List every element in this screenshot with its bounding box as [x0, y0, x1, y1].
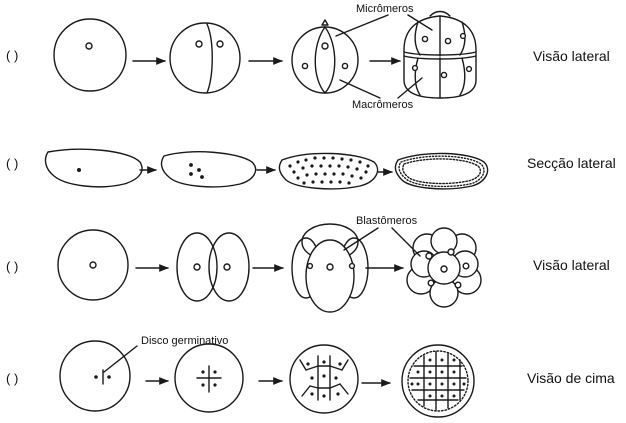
leader-macromeros-1 — [339, 79, 381, 99]
leader-micromeros-1 — [335, 14, 389, 37]
leader-macromeros-2 — [397, 77, 423, 99]
leader-blastomeros-1 — [343, 227, 379, 251]
row1-stage-eight-cell — [403, 10, 477, 99]
answer-slot-4[interactable]: ( ) — [6, 371, 18, 386]
row3-stage-two-cell — [176, 232, 250, 302]
row1-stage-two-cell — [169, 22, 241, 94]
answer-slot-2[interactable]: ( ) — [6, 156, 18, 171]
row2-stage-syncytium — [278, 152, 379, 190]
row-2: ( ) — [6, 148, 616, 190]
view-label-1: Visão lateral — [533, 48, 610, 64]
label-blastomeros: Blastômeros — [356, 215, 418, 227]
row2-stage-blastoderm — [394, 152, 489, 190]
row4-stage-blastodisc — [401, 344, 475, 418]
leader-disco-germinativo — [103, 345, 138, 373]
answer-slot-3[interactable]: ( ) — [6, 259, 18, 274]
row4-stage-disc — [59, 340, 131, 412]
label-macromeros: Macrômeros — [352, 99, 414, 111]
view-label-3: Visão lateral — [533, 257, 610, 273]
row-4: ( ) Disco germinativo — [6, 335, 615, 418]
answer-slot-1[interactable]: ( ) — [6, 48, 18, 63]
row3-stage-eight-cell — [406, 227, 482, 308]
row4-stage-four-cell — [174, 343, 244, 413]
view-label-4: Visão de cima — [527, 370, 615, 386]
leader-blastomeros-2 — [391, 227, 421, 257]
row1-stage-zygote — [53, 18, 127, 92]
row2-stage-nuclei — [160, 151, 257, 188]
label-micromeros: Micrômeros — [356, 3, 414, 15]
row-1: ( ) — [6, 3, 610, 111]
row-3: ( ) — [6, 215, 610, 313]
row2-stage-egg — [44, 148, 143, 188]
row3-stage-zygote — [57, 229, 129, 301]
view-label-2: Secção lateral — [527, 155, 616, 171]
row1-stage-four-cell — [291, 19, 359, 94]
row4-stage-multi-cell — [289, 344, 359, 414]
row3-stage-four-cell — [291, 223, 369, 313]
leader-micromeros-2 — [407, 14, 433, 31]
